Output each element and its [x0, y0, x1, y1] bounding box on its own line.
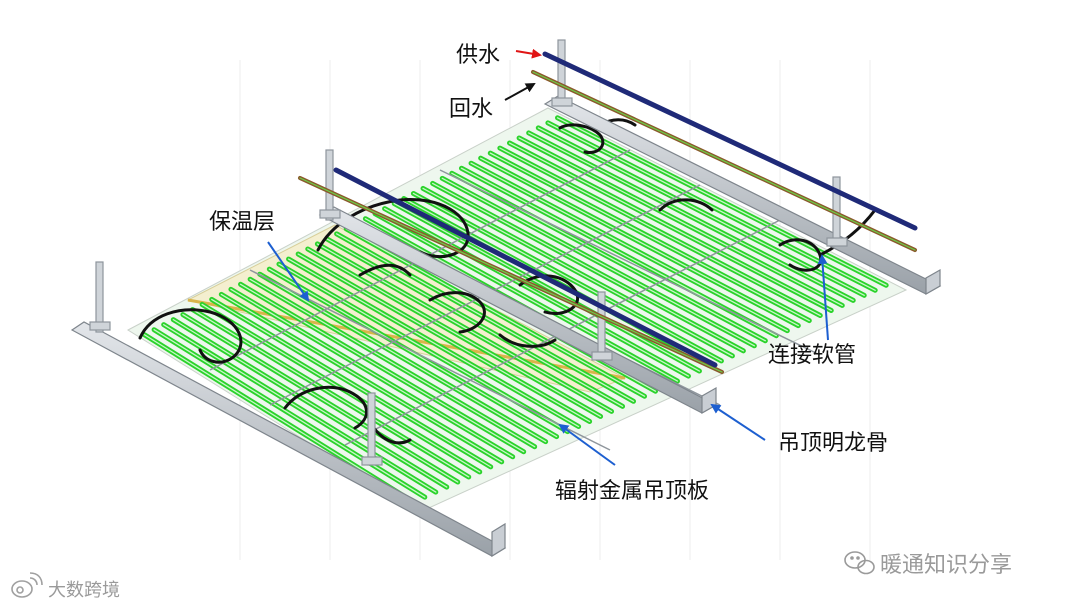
annotation-arrows [267, 48, 829, 466]
radiant-tube-highlight [268, 268, 558, 438]
pipes [298, 51, 918, 374]
radiant-tube-highlight [480, 157, 799, 327]
supply-pipe-front [333, 167, 718, 368]
radiant-tube-highlight [211, 298, 492, 468]
radiant-tube-highlight [230, 288, 514, 458]
radiant-tube-highlight [374, 213, 679, 382]
radiant-metal-ceiling-panel-label: 辐射金属吊顶板 [555, 479, 709, 504]
radiant-tube-highlight [297, 253, 591, 423]
radiant-tube-highlight [163, 324, 437, 493]
exposed-ceiling-keel-label: 吊顶明龙骨 [778, 431, 888, 456]
supply-water-label: 供水 [456, 43, 500, 68]
radiant-tube-highlight [239, 283, 525, 453]
connecting-hose-label: 连接软管 [768, 343, 856, 368]
radiant-tube-highlight [508, 142, 832, 312]
supply-pipe-back [542, 51, 918, 231]
radiant-tube-highlight [278, 263, 569, 433]
radiant-tube-highlight [489, 152, 810, 322]
radiant-tube-highlight [528, 132, 854, 302]
panel-arrow [558, 423, 616, 466]
radiant-tube-highlight [259, 273, 547, 443]
radiant-tube-highlight [172, 318, 448, 488]
radiant-tube-highlight [383, 207, 690, 377]
hose-arrow [817, 254, 829, 341]
radiant-tube-highlight [499, 147, 821, 317]
radiant-tube-highlight [537, 127, 865, 296]
bottom-left-watermark-text: 大数跨境 [48, 580, 120, 601]
radiant-tube-highlight [191, 308, 470, 478]
radiant-tube-highlight [556, 117, 887, 286]
radiant-tube-highlight [441, 177, 756, 347]
radiant-tube-highlight [249, 278, 536, 448]
wechat-watermark-text: 暖通知识分享 [880, 553, 1012, 578]
radiant-tube-highlight [431, 182, 745, 352]
radiant-tube-highlight [518, 137, 843, 307]
radiant-tube-highlight [422, 187, 734, 357]
insulation-layer-label: 保温层 [209, 210, 275, 235]
supply-water-arrow [515, 48, 542, 59]
wechat-icon [844, 551, 875, 575]
radiant-tube-highlight [470, 162, 788, 332]
radiant-tube-highlight [345, 228, 646, 397]
flexible-hoses [138, 118, 877, 445]
insulation-arrow [267, 241, 310, 302]
keel-arrow [710, 403, 766, 441]
radiant-tube-highlight [182, 313, 459, 483]
radiant-tube-highlight [220, 293, 503, 463]
weibo-icon [11, 572, 43, 598]
radiant-tube-highlight [153, 329, 426, 498]
hanger-rods [89, 39, 848, 466]
radiant-tube-highlight [307, 248, 602, 418]
return-water-arrow [504, 83, 536, 101]
radiant-tube-highlight [287, 258, 580, 428]
radiant-tube-highlight [393, 202, 701, 372]
return-water-label: 回水 [449, 97, 493, 122]
